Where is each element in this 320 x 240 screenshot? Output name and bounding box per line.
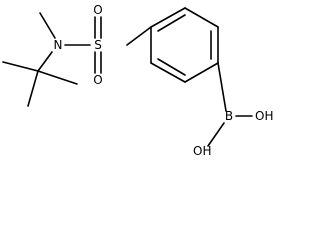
ring-bond-4 bbox=[184, 62, 219, 83]
ring-inner-bond-1 bbox=[157, 14, 186, 32]
nitrogen-label: N bbox=[54, 38, 63, 52]
boron-hydroxyl-bottom-bond bbox=[207, 122, 225, 147]
boron-label: B bbox=[225, 109, 233, 123]
ring-bond-2 bbox=[184, 7, 219, 28]
ring-inner-bond-3 bbox=[157, 58, 186, 76]
ring-sulfur-bond bbox=[126, 26, 152, 46]
hydroxyl-right-label: OH bbox=[255, 109, 273, 123]
oxygen-bottom-label: O bbox=[93, 73, 102, 87]
oxygen-top-label: O bbox=[93, 3, 102, 17]
boronic-acid-structure: S O O N B OH OH bbox=[2, 3, 273, 158]
sulfur-label: S bbox=[94, 38, 102, 52]
ring-boron-bond bbox=[217, 62, 227, 112]
tbutyl-methyl-right bbox=[37, 70, 78, 85]
hydroxyl-bottom-label: OH bbox=[193, 144, 211, 158]
nitrogen-methyl-bond bbox=[39, 12, 56, 39]
ring-bond-1 bbox=[150, 7, 186, 28]
nitrogen-tbutyl-bond bbox=[37, 51, 53, 72]
tbutyl-methyl-down bbox=[27, 70, 39, 107]
tbutyl-methyl-left bbox=[2, 61, 39, 72]
ring-bond-5 bbox=[150, 62, 186, 83]
